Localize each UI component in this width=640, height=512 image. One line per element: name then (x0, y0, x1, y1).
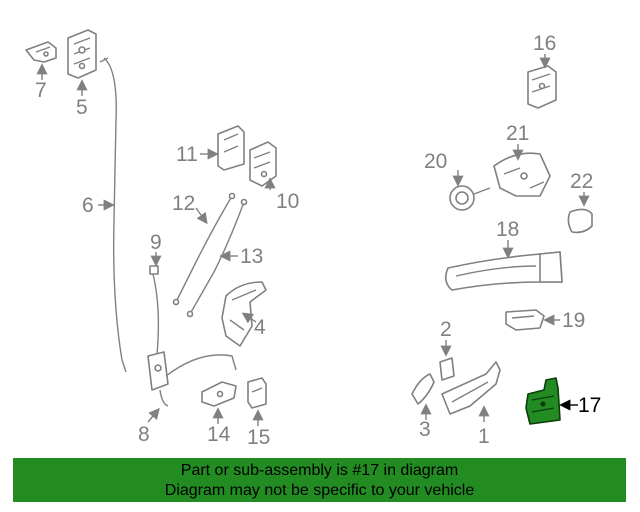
part-1[interactable] (441, 361, 501, 415)
part-17-highlighted[interactable] (525, 377, 561, 425)
callout-22[interactable]: 22 (570, 170, 593, 193)
banner-line-disclaimer: Diagram may not be specific to your vehi… (164, 482, 475, 499)
parts-diagram: 7 5 6 9 8 11 10 (25, 29, 601, 449)
callout-5[interactable]: 5 (76, 96, 88, 119)
callout-15[interactable]: 15 (247, 426, 270, 449)
callout-7[interactable]: 7 (35, 79, 47, 102)
leader-12 (195, 207, 208, 225)
part-7[interactable] (25, 41, 57, 63)
leader-4 (241, 312, 257, 324)
callout-4[interactable]: 4 (254, 316, 266, 339)
part-21[interactable] (493, 152, 551, 197)
callout-6[interactable]: 6 (82, 194, 94, 217)
part-6[interactable] (99, 57, 127, 373)
callout-9[interactable]: 9 (150, 231, 162, 254)
part-10[interactable] (249, 141, 277, 187)
part-20[interactable] (449, 185, 491, 211)
part-5[interactable] (67, 29, 97, 79)
part-18[interactable] (444, 251, 563, 291)
part-8[interactable] (147, 351, 237, 407)
callout-8[interactable]: 8 (138, 423, 150, 446)
part-15[interactable] (247, 377, 267, 409)
leader-8 (147, 407, 160, 423)
callout-13[interactable]: 13 (240, 245, 263, 268)
callout-11[interactable]: 11 (176, 143, 198, 166)
callout-20[interactable]: 20 (424, 150, 447, 173)
callout-3[interactable]: 3 (419, 418, 431, 441)
banner-line-part: Part or sub-assembly is #17 in diagram (180, 462, 459, 479)
callout-18[interactable]: 18 (496, 218, 519, 241)
callout-19[interactable]: 19 (562, 309, 585, 332)
part-22[interactable] (567, 208, 593, 234)
part-19[interactable] (505, 309, 545, 331)
callout-1[interactable]: 1 (478, 425, 490, 448)
callout-2[interactable]: 2 (440, 318, 452, 341)
callout-17[interactable]: 17 (578, 394, 601, 417)
part-3[interactable] (411, 373, 435, 405)
callout-21[interactable]: 21 (506, 122, 529, 145)
part-16[interactable] (527, 65, 557, 109)
callout-16[interactable]: 16 (533, 32, 556, 55)
part-13[interactable] (186, 198, 248, 318)
part-11[interactable] (217, 125, 245, 171)
part-14[interactable] (201, 381, 237, 407)
part-2[interactable] (439, 357, 455, 381)
callout-12[interactable]: 12 (172, 192, 195, 215)
callout-10[interactable]: 10 (276, 190, 299, 213)
part-info-banner: Part or sub-assembly is #17 in diagram D… (13, 458, 626, 502)
callout-14[interactable]: 14 (207, 423, 231, 446)
part-12[interactable] (172, 192, 236, 306)
